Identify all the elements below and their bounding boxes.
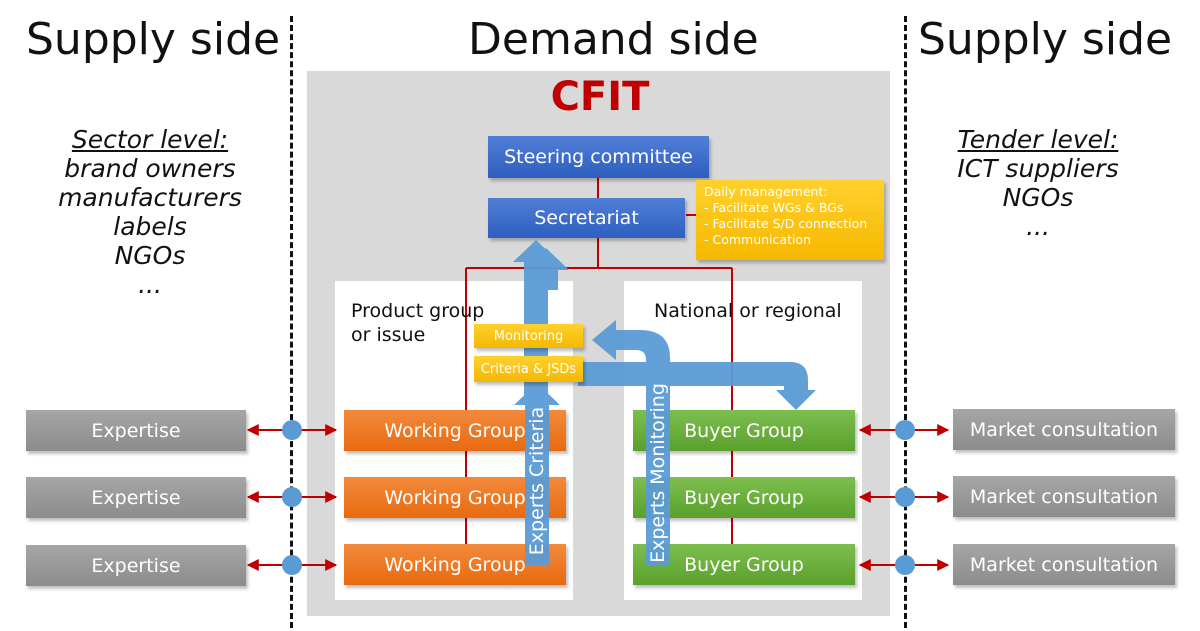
national-label: National or regional (654, 300, 842, 322)
connector-dot (895, 555, 915, 575)
tender-level-heading: Tender level: (957, 125, 1119, 154)
connector-dot (282, 420, 302, 440)
experts-criteria-label: Experts Criteria (526, 406, 548, 556)
market-consultation-2: Market consultation (953, 476, 1175, 517)
market-consultation-1: Market consultation (953, 409, 1175, 450)
list-item: ICT suppliers (957, 154, 1119, 183)
tender-level-list: Tender level: ICT suppliers NGOs ... (938, 125, 1138, 241)
supply-side-right-header: Supply side (918, 14, 1173, 65)
steering-committee-box: Steering committee (488, 136, 709, 178)
connector-dot (895, 420, 915, 440)
criteria-to-buyer-arrow (578, 362, 816, 410)
list-item: NGOs (114, 241, 186, 270)
list-item: NGOs (1002, 183, 1074, 212)
sector-level-list: Sector level: brand owners manufacturers… (50, 125, 250, 299)
right-divider (904, 16, 907, 628)
connector-dot (895, 487, 915, 507)
list-item: ... (1026, 212, 1050, 241)
market-consultation-3: Market consultation (953, 544, 1175, 585)
connector-dot (282, 487, 302, 507)
experts-monitoring-label: Experts Monitoring (647, 383, 669, 563)
up-arrow-front (523, 248, 569, 290)
expertise-box-2: Expertise (26, 477, 246, 518)
daily-line: - Communication (704, 232, 812, 247)
sector-level-heading: Sector level: (71, 125, 229, 154)
monitoring-box: Monitoring (474, 324, 583, 348)
cfit-title: CFIT (550, 74, 650, 120)
list-item: labels (113, 212, 187, 241)
product-group-label: Product group or issue (351, 300, 485, 346)
expertise-box-1: Expertise (26, 410, 246, 451)
left-divider (290, 16, 293, 628)
list-item: ... (138, 270, 162, 299)
daily-management-box: Daily management: - Facilitate WGs & BGs… (696, 180, 884, 260)
experts-criteria-arrow (514, 383, 560, 565)
daily-line: Daily management: (704, 184, 828, 199)
list-item: brand owners (64, 154, 236, 183)
daily-line: - Facilitate S/D connection (704, 216, 868, 231)
criteria-jsds-box: Criteria & JSDs (474, 356, 583, 382)
list-item: manufacturers (58, 183, 242, 212)
expertise-box-3: Expertise (26, 545, 246, 586)
daily-line: - Facilitate WGs & BGs (704, 200, 844, 215)
supply-side-left-header: Supply side (26, 14, 281, 65)
connector-dot (282, 555, 302, 575)
demand-side-header: Demand side (468, 14, 759, 65)
experts-monitoring-arrow (592, 320, 670, 565)
secretariat-box: Secretariat (488, 198, 685, 238)
